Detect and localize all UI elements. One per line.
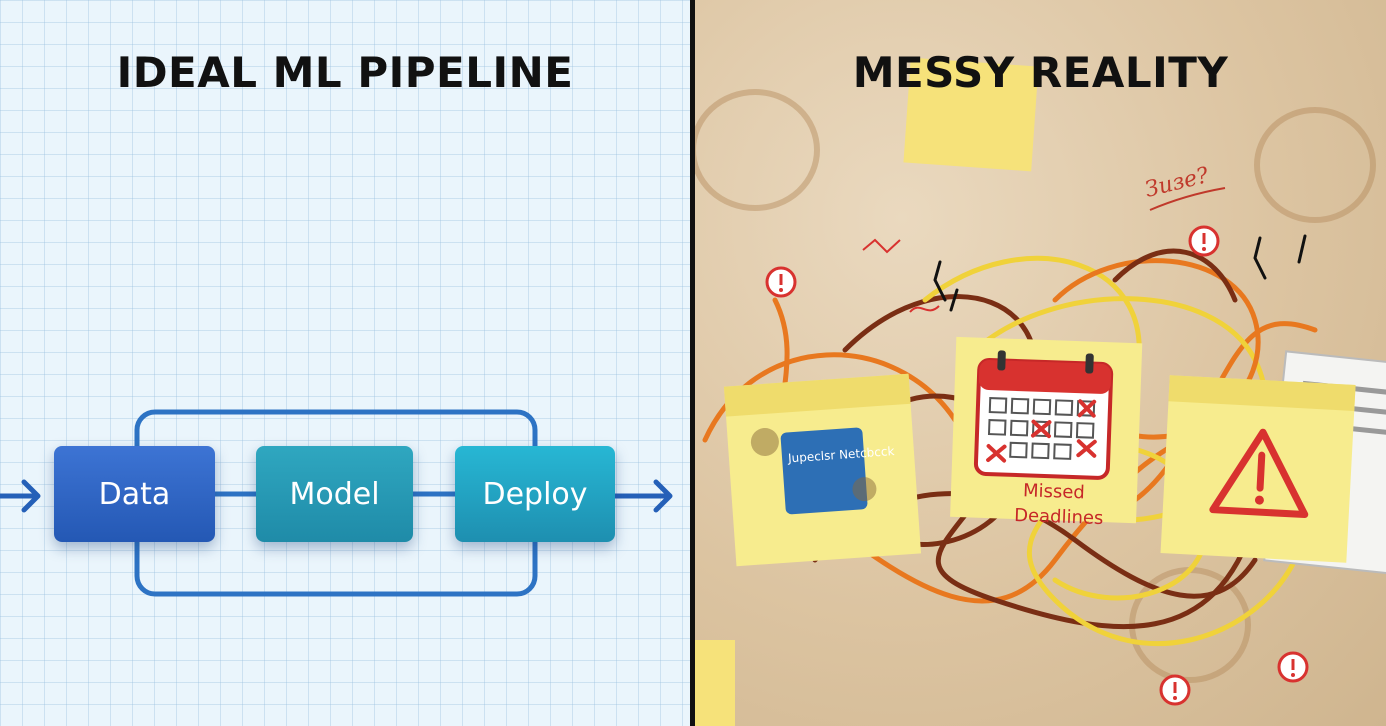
missed-label: Missed <box>1023 480 1085 503</box>
stage-model-box: Model <box>256 446 413 542</box>
exclamation-circle-icon <box>1277 651 1309 683</box>
exclamation-circle-icon <box>765 266 797 298</box>
sticky-note-deadlines: Missed Deadlines <box>950 336 1143 529</box>
messy-reality-panel: Зизе? Jupeclsr Netcbcck <box>695 0 1386 726</box>
exclamation-circle-icon <box>1159 674 1191 706</box>
stage-data-box: Data <box>54 446 215 542</box>
output-arrow-icon <box>615 479 673 513</box>
notebook-icon <box>780 427 868 515</box>
sticky-note-corner <box>695 640 735 726</box>
red-scribble <box>862 238 940 313</box>
sticky-note-notebook: Jupeclsr Netcbcck <box>723 373 922 567</box>
stage-deploy-box: Deploy <box>455 446 615 542</box>
deadlines-label: Deadlines <box>1014 505 1104 529</box>
calendar-icon <box>973 350 1114 480</box>
scribble-text: Зизе? <box>1143 163 1212 203</box>
frayed-wire <box>933 234 1307 312</box>
ideal-pipeline-panel: IDEAL ML PIPELINE Data Model Deploy <box>0 0 690 726</box>
messy-reality-title: MESSY REALITY <box>852 48 1229 97</box>
ideal-pipeline-title: IDEAL ML PIPELINE <box>116 48 574 97</box>
sticky-note-top <box>903 57 1039 172</box>
warning-triangle-icon <box>1209 428 1309 519</box>
input-arrow-icon <box>0 479 41 513</box>
exclamation-circle-icon <box>1188 225 1220 257</box>
sticky-note-warning <box>1160 375 1356 563</box>
pipeline-connectors <box>0 409 673 597</box>
messy-reality-illustration: Зизе? Jupeclsr Netcbcck <box>695 57 1386 726</box>
panel-divider <box>690 0 695 726</box>
